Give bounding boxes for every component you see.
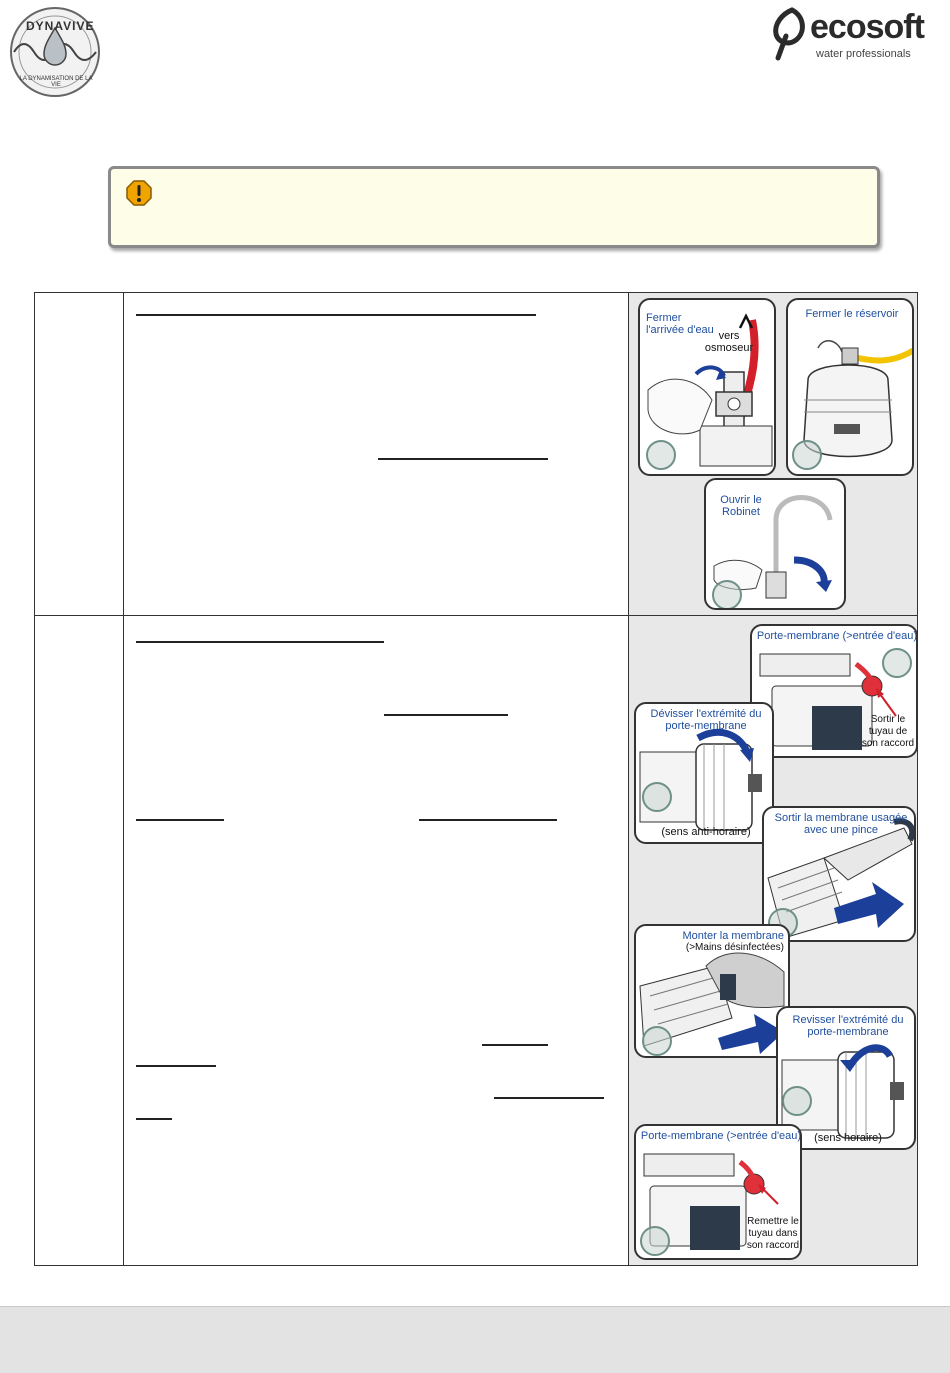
- panel-close-water-inlet-extra: vers osmoseur: [704, 330, 754, 354]
- panel-remove-used-membrane-label: Sortir la membrane usagée avec une pince: [774, 812, 908, 836]
- step-number-marker: [792, 440, 822, 470]
- step-number-marker: [882, 648, 912, 678]
- panel-open-faucet-label: Ouvrir le Robinet: [720, 494, 762, 518]
- ecosoft-logo-icon: [773, 7, 805, 61]
- panel-unscrew-housing-label: Dévisser l'extrémité du porte-membrane: [650, 708, 762, 732]
- step2-heading-underline: [136, 641, 384, 643]
- step2-text-underline-7: [136, 1118, 172, 1120]
- page-footer: [0, 1306, 950, 1373]
- panel-rescrew-housing-label: Revisser l'extrémité du porte-membrane: [792, 1014, 904, 1038]
- panel-unscrew-housing-note: (sens anti-horaire): [661, 826, 751, 838]
- panel-close-water-inlet-label: Fermer l'arrivée d'eau: [646, 312, 714, 336]
- step-number-marker: [782, 1086, 812, 1116]
- step2-text-underline-6: [494, 1097, 604, 1099]
- panel-close-water-inlet: Fermer l'arrivée d'eau vers osmoseur: [638, 298, 776, 476]
- step2-text-underline-2: [136, 819, 224, 821]
- step1-heading-underline: [136, 314, 536, 316]
- dynavive-logo-tagline: LA DYNAMISATION DE LA VIE: [19, 76, 93, 88]
- ecosoft-logo-tagline: water professionals: [816, 48, 911, 60]
- panel-unscrew-housing: Dévisser l'extrémité du porte-membrane (…: [634, 702, 774, 844]
- warning-icon: [126, 180, 152, 206]
- panel-membrane-housing-note: Sortir le tuyau de son raccord: [861, 714, 915, 749]
- step2-text-underline-1: [384, 714, 508, 716]
- panel-membrane-housing-2-note: Remettre le tuyau dans son raccord: [746, 1216, 800, 1251]
- step-number-marker: [640, 1226, 670, 1256]
- panel-install-membrane: Monter la membrane (>Mains désinfectées): [634, 924, 790, 1058]
- panel-open-faucet: Ouvrir le Robinet: [704, 478, 846, 610]
- panel-membrane-housing-remove-tube: Porte-membrane (>entrée d'eau) Sortir le…: [750, 624, 918, 758]
- step-number-marker: [642, 782, 672, 812]
- panel-membrane-housing-reconnect-tube: Porte-membrane (>entrée d'eau) Remettre …: [634, 1124, 802, 1260]
- warning-box: [108, 166, 880, 248]
- panel-membrane-housing-2-label: Porte-membrane (>entrée d'eau): [640, 1130, 802, 1142]
- panel-membrane-housing-label: Porte-membrane (>entrée d'eau): [756, 630, 918, 642]
- panel-remove-used-membrane: Sortir la membrane usagée avec une pince: [762, 806, 916, 942]
- dynavive-logo: DYNAVIVE LA DYNAMISATION DE LA VIE: [4, 6, 106, 98]
- step1-text-underline: [378, 458, 548, 460]
- step-number-marker: [646, 440, 676, 470]
- panel-rescrew-housing: Revisser l'extrémité du porte-membrane (…: [776, 1006, 916, 1150]
- step2-text-underline-4: [482, 1044, 548, 1046]
- step2-text-underline-5: [136, 1065, 216, 1067]
- step2-text-underline-3: [419, 819, 557, 821]
- panel-rescrew-housing-note: (sens horaire): [814, 1132, 882, 1144]
- step-number-marker: [712, 580, 742, 608]
- panel-install-membrane-label: Monter la membrane: [682, 930, 785, 942]
- dynavive-logo-text: DYNAVIVE: [26, 19, 95, 33]
- ecosoft-logo-text: ecosoft: [810, 8, 925, 46]
- panel-close-tank: Fermer le réservoir: [786, 298, 914, 476]
- step-number-marker: [642, 1026, 672, 1056]
- ecosoft-logo: ecosoft water professionals: [770, 6, 946, 62]
- panel-install-membrane-note: (>Mains désinfectées): [685, 942, 784, 953]
- dynavive-logo-icon: [10, 7, 100, 97]
- panel-close-tank-label: Fermer le réservoir: [805, 308, 899, 320]
